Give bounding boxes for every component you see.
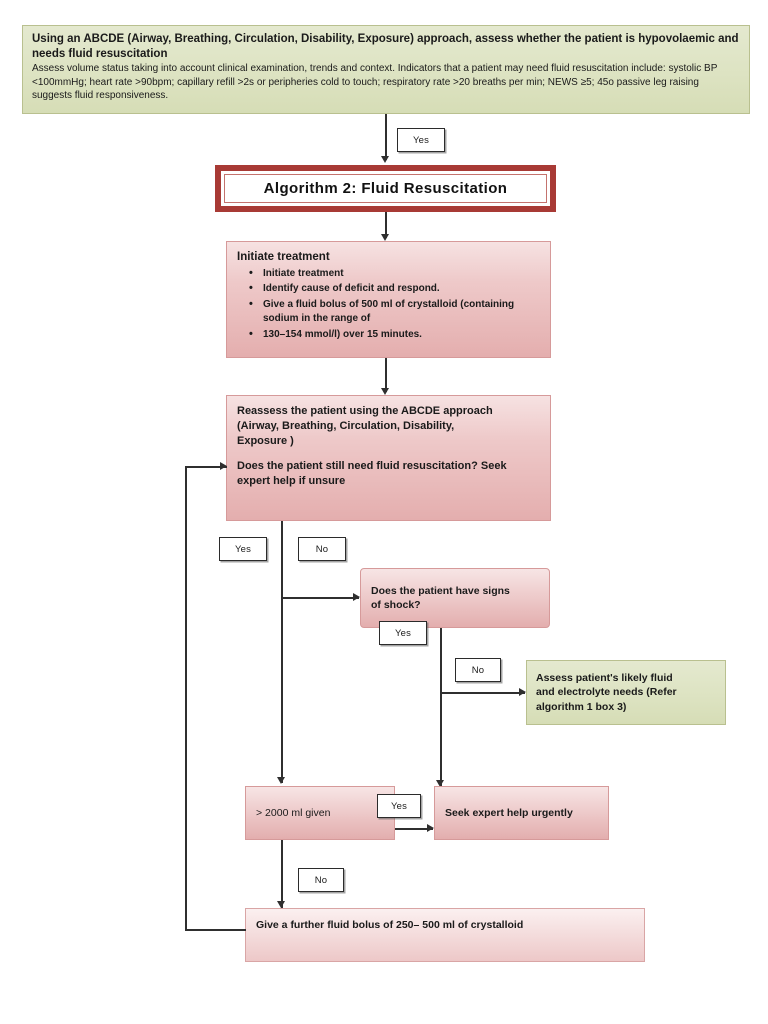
edge-label-shock-yes: Yes (379, 621, 427, 645)
reassess-line-3: Exposure ) (237, 435, 294, 448)
connector-assessment-to-banner (385, 114, 387, 160)
connector-loop-bottom (185, 929, 246, 931)
refer-line-3: algorithm 1 box 3) (536, 700, 627, 713)
shock-line-2: of shock? (371, 599, 421, 611)
list-item: Initiate treatment (249, 266, 540, 282)
algorithm-banner-inner: Algorithm 2: Fluid Resuscitation (224, 174, 547, 203)
volume-given-box: > 2000 ml given (245, 786, 395, 840)
refer-line-2: and electrolyte needs (Refer (536, 686, 677, 699)
seek-expert-help-label: Seek expert help urgently (445, 806, 573, 819)
refer-algorithm1-box: Assess patient's likely fluid and electr… (526, 660, 726, 725)
list-item: Identify cause of deficit and respond. (249, 281, 540, 297)
initiate-heading: Initiate treatment (237, 251, 330, 263)
arrowhead-shock-to-expert (436, 780, 444, 787)
arrowhead-reassess-to-shock (353, 593, 360, 601)
shock-box: Does the patient have signs of shock? (360, 568, 550, 628)
reassess-line-5: expert help if unsure (237, 474, 346, 487)
shock-line-1: Does the patient have signs (371, 584, 510, 597)
connector-loop-top (185, 466, 227, 468)
edge-label-volume-no: No (298, 868, 344, 892)
arrowhead-shock-to-refer (519, 688, 526, 696)
further-bolus-box: Give a further fluid bolus of 250– 500 m… (245, 908, 645, 962)
assessment-body: Assess volume status taking into account… (32, 63, 718, 101)
list-item: 130–154 mmol/l) over 15 minutes. (249, 327, 540, 343)
list-item: Give a fluid bolus of 500 ml of crystall… (249, 297, 540, 327)
connector-loop-left (185, 466, 187, 930)
seek-expert-help-box: Seek expert help urgently (434, 786, 609, 840)
connector-reassess-trunk (281, 521, 283, 783)
connector-reassess-to-shock (281, 597, 359, 599)
edge-label-volume-yes: Yes (377, 794, 421, 818)
reassess-line-1: Reassess the patient using the ABCDE app… (237, 405, 493, 417)
initiate-treatment-box: Initiate treatment Initiate treatment Id… (226, 241, 551, 358)
reassess-spacer (237, 450, 540, 459)
arrowhead-loop-to-reassess (220, 462, 227, 470)
connector-shock-trunk (440, 628, 442, 786)
reassess-line-2: (Airway, Breathing, Circulation, Disabil… (237, 420, 455, 433)
edge-label-reassess-no: No (298, 537, 346, 561)
arrowhead-assessment-to-banner (381, 156, 389, 163)
edge-label-assessment-yes: Yes (397, 128, 445, 152)
connector-volume-to-expert (395, 828, 433, 830)
assessment-box: Using an ABCDE (Airway, Breathing, Circu… (22, 25, 750, 114)
further-bolus-label: Give a further fluid bolus of 250– 500 m… (256, 919, 524, 931)
connector-banner-to-initiate (385, 212, 387, 238)
edge-label-shock-no: No (455, 658, 501, 682)
assessment-heading: Using an ABCDE (Airway, Breathing, Circu… (32, 33, 739, 60)
algorithm-banner: Algorithm 2: Fluid Resuscitation (215, 165, 556, 212)
arrowhead-volume-to-bolus (277, 901, 285, 908)
edge-label-reassess-yes: Yes (219, 537, 267, 561)
volume-given-label: > 2000 ml given (256, 806, 331, 819)
connector-shock-to-refer (440, 692, 525, 694)
arrowhead-initiate-to-reassess (381, 388, 389, 395)
initiate-bullet-list: Initiate treatment Identify cause of def… (237, 266, 540, 343)
arrowhead-reassess-to-volume (277, 777, 285, 784)
arrowhead-banner-to-initiate (381, 234, 389, 241)
connector-volume-to-bolus (281, 840, 283, 908)
arrowhead-volume-to-expert (427, 824, 434, 832)
reassess-box: Reassess the patient using the ABCDE app… (226, 395, 551, 521)
connector-initiate-to-reassess (385, 358, 387, 392)
algorithm-banner-label: Algorithm 2: Fluid Resuscitation (263, 180, 508, 197)
refer-line-1: Assess patient's likely fluid (536, 671, 673, 684)
reassess-line-4: Does the patient still need fluid resusc… (237, 459, 507, 472)
